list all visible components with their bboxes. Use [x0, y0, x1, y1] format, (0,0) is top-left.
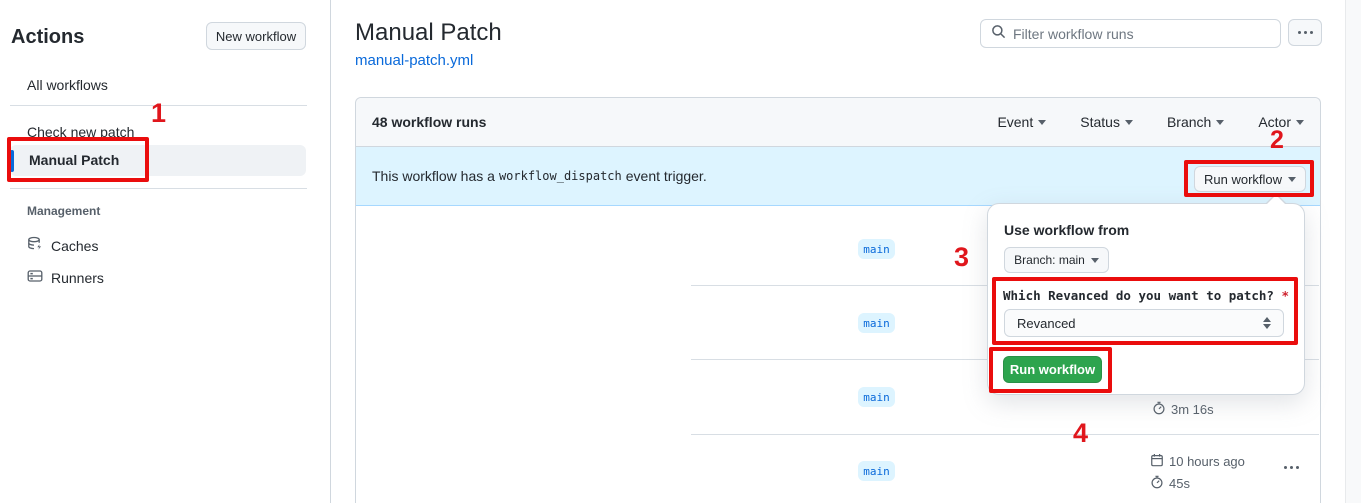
chevron-down-icon — [1216, 119, 1225, 125]
panel-caret-fill — [1267, 195, 1285, 204]
sidebar-item-check-new-patch[interactable]: Check new patch — [27, 124, 135, 140]
workflow-dispatch-banner: This workflow has a workflow_dispatch ev… — [356, 147, 1320, 206]
sidebar-divider — [10, 188, 307, 189]
branch-badge[interactable]: main — [858, 461, 895, 481]
run-workflow-panel: Use workflow from Branch: main Which Rev… — [987, 203, 1305, 395]
runs-list-header: 48 workflow runs Event Status Branch Act… — [356, 98, 1320, 147]
workflow-file-link[interactable]: manual-patch.yml — [355, 52, 474, 69]
banner-code: workflow_dispatch — [498, 169, 622, 183]
branch-badge[interactable]: main — [858, 387, 895, 407]
chevron-down-icon — [1296, 119, 1304, 125]
cache-icon — [27, 236, 43, 255]
filter-event[interactable]: Event — [997, 114, 1047, 130]
runs-count: 48 workflow runs — [372, 114, 487, 130]
filter-workflow-runs-box — [980, 19, 1281, 48]
run-duration: 45s — [1150, 475, 1190, 492]
actions-sidebar: Actions New workflow All workflows Check… — [0, 0, 331, 503]
branch-select-button[interactable]: Branch: main — [1004, 247, 1109, 273]
selected-accent-bar — [10, 150, 14, 172]
chevron-down-icon — [1124, 119, 1133, 125]
filter-status[interactable]: Status — [1080, 114, 1133, 130]
sidebar-item-all-workflows[interactable]: All workflows — [27, 77, 108, 93]
stopwatch-icon — [1152, 401, 1166, 418]
sidebar-item-runners[interactable]: Runners — [27, 268, 104, 287]
scrollbar-track[interactable] — [1345, 0, 1361, 503]
sidebar-item-caches[interactable]: Caches — [27, 236, 98, 255]
run-workflow-dropdown-button[interactable]: Run workflow — [1194, 166, 1306, 192]
stopwatch-icon — [1150, 475, 1164, 492]
filter-actor[interactable]: Actor — [1258, 114, 1304, 130]
new-workflow-button[interactable]: New workflow — [206, 22, 306, 50]
run-workflow-submit-button[interactable]: Run workflow — [1003, 356, 1102, 383]
run-duration: 3m 16s — [1152, 401, 1214, 418]
revanced-select[interactable]: Revanced — [1004, 309, 1284, 337]
page-title: Manual Patch — [355, 19, 502, 46]
chevron-down-icon — [1090, 257, 1099, 263]
annotation-step-4: 4 — [1073, 418, 1089, 448]
panel-heading: Use workflow from — [1004, 222, 1130, 238]
select-updown-icon — [1263, 317, 1271, 329]
chevron-down-icon — [1038, 119, 1047, 125]
sidebar-item-runners-label: Runners — [51, 269, 104, 286]
workflow-runs-list: 48 workflow runs Event Status Branch Act… — [355, 97, 1321, 503]
row-divider — [691, 434, 1319, 435]
banner-text-before: This workflow has a — [372, 168, 495, 184]
run-options-kebab-icon[interactable] — [1284, 466, 1299, 469]
required-asterisk: * — [1281, 288, 1289, 303]
runs-filters: Event Status Branch Actor — [997, 114, 1304, 130]
workflow-options-button[interactable] — [1288, 19, 1322, 46]
search-icon — [991, 24, 1006, 44]
branch-badge[interactable]: main — [858, 313, 895, 333]
banner-text-after: event trigger. — [625, 168, 707, 184]
calendar-icon — [1150, 453, 1164, 470]
annotation-step-1: 1 — [151, 98, 167, 128]
run-time: 10 hours ago — [1150, 453, 1245, 470]
annotation-step-3: 3 — [954, 242, 970, 272]
sidebar-title: Actions — [11, 26, 85, 48]
workflow-input-label: Which Revanced do you want to patch? * — [1003, 288, 1289, 303]
kebab-horizontal-icon — [1297, 31, 1313, 34]
runners-icon — [27, 268, 43, 287]
filter-branch[interactable]: Branch — [1167, 114, 1225, 130]
annotation-step-2: 2 — [1270, 126, 1284, 154]
management-heading: Management — [27, 204, 101, 218]
sidebar-item-caches-label: Caches — [51, 237, 99, 254]
sidebar-item-manual-patch[interactable] — [10, 145, 306, 176]
chevron-down-icon — [1288, 176, 1297, 182]
sidebar-item-manual-patch-label[interactable]: Manual Patch — [29, 152, 120, 168]
filter-workflow-runs-input[interactable] — [1013, 25, 1270, 42]
branch-badge[interactable]: main — [858, 239, 895, 259]
sidebar-divider — [10, 105, 307, 106]
